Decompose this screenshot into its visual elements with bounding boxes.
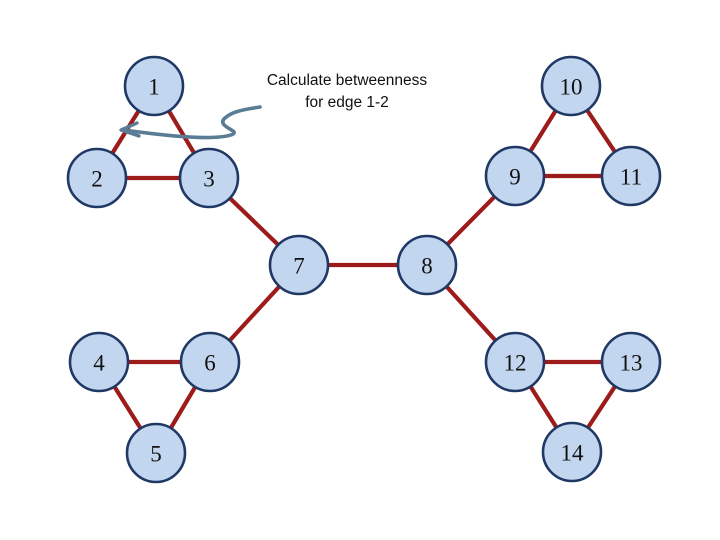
graph-node-12[interactable]: 12 bbox=[484, 331, 546, 393]
graph-node-10[interactable]: 10 bbox=[540, 55, 602, 117]
node-label-14: 14 bbox=[561, 441, 585, 466]
node-label-13: 13 bbox=[620, 351, 643, 376]
graph-node-4[interactable]: 4 bbox=[68, 331, 130, 393]
node-label-8: 8 bbox=[421, 254, 433, 279]
node-circle-2[interactable] bbox=[66, 147, 128, 209]
annotation-arrow-curve bbox=[122, 105, 262, 140]
node-label-3: 3 bbox=[203, 167, 215, 192]
node-circle-12[interactable] bbox=[484, 331, 546, 393]
node-label-2: 2 bbox=[91, 167, 103, 192]
node-circle-14[interactable] bbox=[541, 421, 603, 483]
graph-node-6[interactable]: 6 bbox=[179, 331, 241, 393]
graph-node-1[interactable]: 1 bbox=[123, 55, 185, 117]
node-label-5: 5 bbox=[150, 442, 162, 467]
node-circle-9[interactable] bbox=[484, 145, 546, 207]
graph-node-11[interactable]: 11 bbox=[600, 145, 662, 207]
node-label-7: 7 bbox=[293, 254, 305, 279]
graph-node-14[interactable]: 14 bbox=[541, 421, 603, 483]
node-label-6: 6 bbox=[204, 351, 216, 376]
edges-layer bbox=[95, 84, 633, 455]
graph-node-7[interactable]: 7 bbox=[268, 234, 330, 296]
node-circle-4[interactable] bbox=[68, 331, 130, 393]
node-label-11: 11 bbox=[620, 165, 642, 190]
node-circle-5[interactable] bbox=[125, 422, 187, 484]
node-circle-10[interactable] bbox=[540, 55, 602, 117]
graph-node-9[interactable]: 9 bbox=[484, 145, 546, 207]
graph-node-5[interactable]: 5 bbox=[125, 422, 187, 484]
annotation-arrow-head-icon bbox=[119, 121, 141, 138]
annotation-arrow bbox=[119, 105, 262, 140]
graph-node-8[interactable]: 8 bbox=[396, 234, 458, 296]
node-label-12: 12 bbox=[504, 351, 527, 376]
node-circle-1[interactable] bbox=[123, 55, 185, 117]
node-circle-11[interactable] bbox=[600, 145, 662, 207]
node-label-9: 9 bbox=[509, 165, 521, 190]
graph-node-13[interactable]: 13 bbox=[600, 331, 662, 393]
node-label-4: 4 bbox=[93, 351, 105, 376]
node-label-1: 1 bbox=[148, 75, 160, 100]
node-circle-3[interactable] bbox=[178, 147, 240, 209]
node-circle-13[interactable] bbox=[600, 331, 662, 393]
node-circle-8[interactable] bbox=[396, 234, 458, 296]
node-circle-6[interactable] bbox=[179, 331, 241, 393]
graph-node-3[interactable]: 3 bbox=[178, 147, 240, 209]
annotation-label: Calculate betweenness for edge 1-2 bbox=[266, 72, 428, 111]
node-circle-7[interactable] bbox=[268, 234, 330, 296]
node-label-10: 10 bbox=[560, 75, 583, 100]
graph-node-2[interactable]: 2 bbox=[66, 147, 128, 209]
